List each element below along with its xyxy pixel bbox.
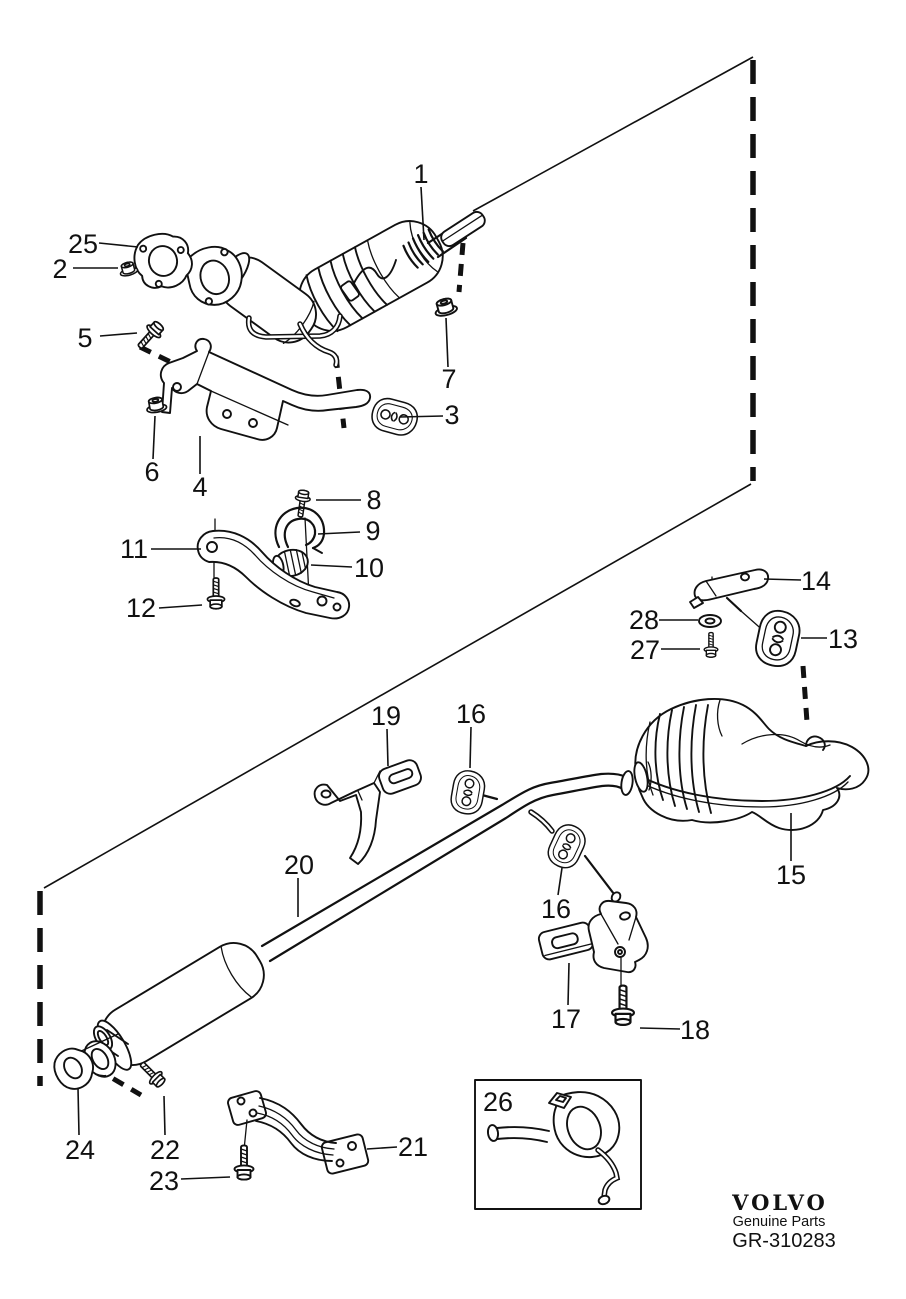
part-18-bolt	[610, 984, 636, 1026]
leader-line-25	[98, 242, 139, 248]
callout-7: 7	[441, 364, 456, 394]
leader-line-23	[180, 1176, 231, 1180]
leader-line-12	[158, 604, 203, 609]
part-15-rear-muffler	[633, 697, 870, 831]
callout-14: 14	[801, 566, 831, 596]
part-19-bracket	[313, 759, 422, 865]
callout-6: 6	[144, 457, 159, 487]
part-14-bracket	[689, 568, 770, 613]
callout-4: 4	[192, 472, 207, 502]
callout-21: 21	[398, 1132, 428, 1162]
callout-16: 16	[456, 699, 486, 729]
part-5-bolt	[132, 317, 168, 354]
part-26-clamp	[486, 1091, 621, 1206]
part-13-rubber-hanger	[751, 606, 805, 671]
callout-15: 15	[776, 860, 806, 890]
part-11-bracket	[196, 529, 351, 620]
part-4-bracket	[159, 338, 372, 441]
part-21-bracket	[227, 1090, 370, 1175]
plane-diagonal-main	[43, 483, 752, 889]
callout-19: 19	[371, 701, 401, 731]
callout-3: 3	[444, 400, 459, 430]
callout-17: 17	[551, 1004, 581, 1034]
leader-line-10	[310, 564, 353, 568]
callout-2: 2	[52, 254, 67, 284]
perspective-plane	[37, 56, 756, 1086]
callout-5: 5	[77, 323, 92, 353]
part-24-flange-gasket	[53, 1047, 95, 1090]
leader-line-5	[99, 332, 138, 337]
leader-line-1	[420, 186, 425, 241]
part-12-bolt	[206, 577, 226, 610]
flex-corrugation	[402, 228, 444, 269]
volvo-logo: VOLVO	[731, 1190, 828, 1215]
leader-line-24	[77, 1087, 80, 1136]
leader-line-7	[445, 317, 449, 368]
callout-25: 25	[68, 229, 98, 259]
oxygen-sensor	[340, 280, 360, 302]
muffler-mount-bracket	[587, 900, 649, 974]
callout-8: 8	[366, 485, 381, 515]
callout-10: 10	[354, 553, 384, 583]
part-9-clamp	[274, 506, 326, 554]
front-flange	[185, 245, 243, 306]
plane-diagonal-top	[472, 56, 754, 212]
callout-26: 26	[483, 1087, 513, 1117]
part-16-rubber-hanger-front	[448, 767, 488, 817]
part-17-bracket	[537, 921, 595, 961]
leader-line-6	[152, 415, 156, 460]
leader-line-17	[567, 962, 570, 1006]
callout-16: 16	[541, 894, 571, 924]
drawing-number: GR-310283	[732, 1230, 835, 1252]
leader-line-21	[366, 1146, 398, 1150]
resonator	[96, 942, 265, 1071]
part-23-bolt	[233, 1144, 255, 1181]
part-20-intermediate-pipe	[83, 770, 634, 1078]
leader-line-22	[163, 1095, 166, 1136]
callout-24: 24	[65, 1135, 95, 1165]
leader-line-19	[386, 728, 389, 767]
leader-line-14	[763, 578, 802, 581]
part-1-catalytic-converter	[185, 210, 486, 368]
part-25-flange-gasket	[133, 233, 193, 289]
callout-1: 1	[413, 159, 428, 189]
leader-line-16	[469, 726, 472, 769]
part-27-bolt	[703, 631, 719, 658]
callout-18: 18	[680, 1015, 710, 1045]
callout-12: 12	[126, 593, 156, 623]
part-7-nut	[431, 295, 459, 319]
callout-27: 27	[630, 635, 660, 665]
callout-23: 23	[149, 1166, 179, 1196]
callout-28: 28	[629, 605, 659, 635]
genuine-parts-label: Genuine Parts	[733, 1214, 826, 1230]
part-8-bolt	[292, 488, 313, 519]
inset-box	[474, 1079, 642, 1210]
branding: VOLVO Genuine Parts GR-310283	[731, 1190, 836, 1252]
leader-line-3	[399, 415, 444, 418]
leader-line-16	[557, 867, 563, 896]
part-28-washer	[698, 614, 722, 628]
leader-line-18	[639, 1027, 681, 1030]
callout-11: 11	[120, 534, 148, 564]
callout-9: 9	[365, 516, 380, 546]
callout-13: 13	[828, 624, 858, 654]
rear-flange	[440, 210, 486, 248]
callout-22: 22	[150, 1135, 180, 1165]
leader-line-9	[317, 531, 361, 535]
callout-20: 20	[284, 850, 314, 880]
